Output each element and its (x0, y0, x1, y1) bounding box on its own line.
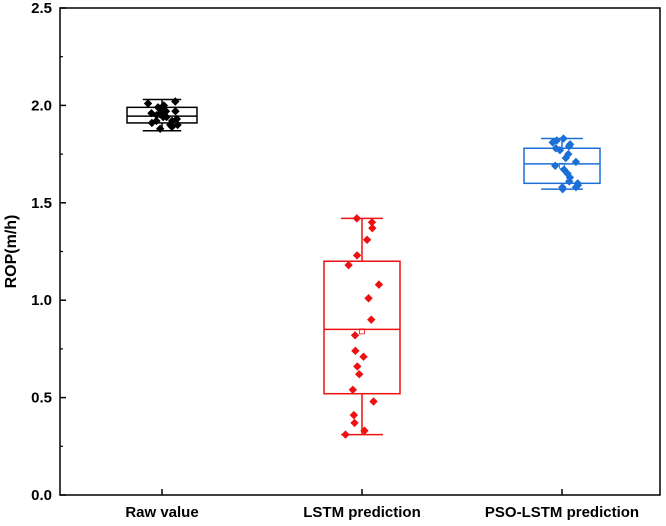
data-point (369, 397, 378, 406)
data-point (374, 280, 384, 289)
data-point (353, 362, 362, 371)
data-point (362, 235, 372, 245)
data-point (564, 149, 573, 159)
y-tick-label: 1.0 (31, 292, 52, 309)
data-point (155, 124, 165, 133)
data-point (171, 107, 180, 116)
y-tick-label: 2.5 (31, 0, 52, 17)
data-point (564, 142, 574, 151)
data-points (143, 97, 583, 439)
data-point (159, 101, 169, 110)
data-point (367, 218, 377, 227)
y-tick-label: 1.5 (31, 195, 52, 212)
data-point (162, 112, 171, 122)
data-point (360, 426, 369, 435)
data-point (344, 260, 353, 270)
data-point (350, 331, 360, 340)
data-point (166, 120, 175, 130)
data-point (551, 161, 560, 170)
data-point (143, 99, 153, 108)
x-tick-label: Raw value (125, 504, 198, 521)
data-point (349, 410, 359, 420)
box-3 (523, 137, 601, 190)
data-point (156, 105, 165, 114)
data-point (152, 116, 161, 126)
data-point (565, 177, 574, 186)
data-point (367, 315, 376, 324)
mean-marker (359, 328, 365, 335)
data-point (555, 146, 565, 155)
data-point (364, 294, 373, 303)
data-point (351, 346, 360, 356)
data-point (155, 108, 165, 118)
data-point (559, 134, 568, 143)
y-tick-label: 0.0 (31, 487, 52, 504)
data-point (552, 136, 561, 145)
plot-frame (59, 7, 661, 496)
data-point (571, 157, 581, 167)
box-2 (323, 217, 401, 436)
data-point (359, 352, 368, 361)
box-plots (126, 98, 601, 436)
data-point (171, 97, 180, 106)
data-point (368, 223, 377, 233)
data-point (355, 370, 364, 379)
y-axis-title: ROP(m/h) (3, 215, 20, 289)
data-point (352, 214, 362, 223)
y-tick-label: 2.0 (31, 97, 52, 114)
box-iqr (523, 147, 601, 185)
data-point (352, 251, 362, 260)
data-point (571, 183, 581, 192)
data-point (153, 103, 163, 112)
data-point (558, 184, 567, 194)
y-tick-label: 0.5 (31, 390, 52, 407)
x-tick-label: PSO-LSTM prediction (485, 504, 639, 521)
data-point (561, 153, 570, 163)
x-tick-label: LSTM prediction (303, 504, 421, 521)
data-point (341, 430, 350, 439)
data-point (348, 385, 358, 395)
box-iqr (323, 260, 401, 395)
data-point (350, 418, 359, 428)
data-point (548, 138, 557, 147)
